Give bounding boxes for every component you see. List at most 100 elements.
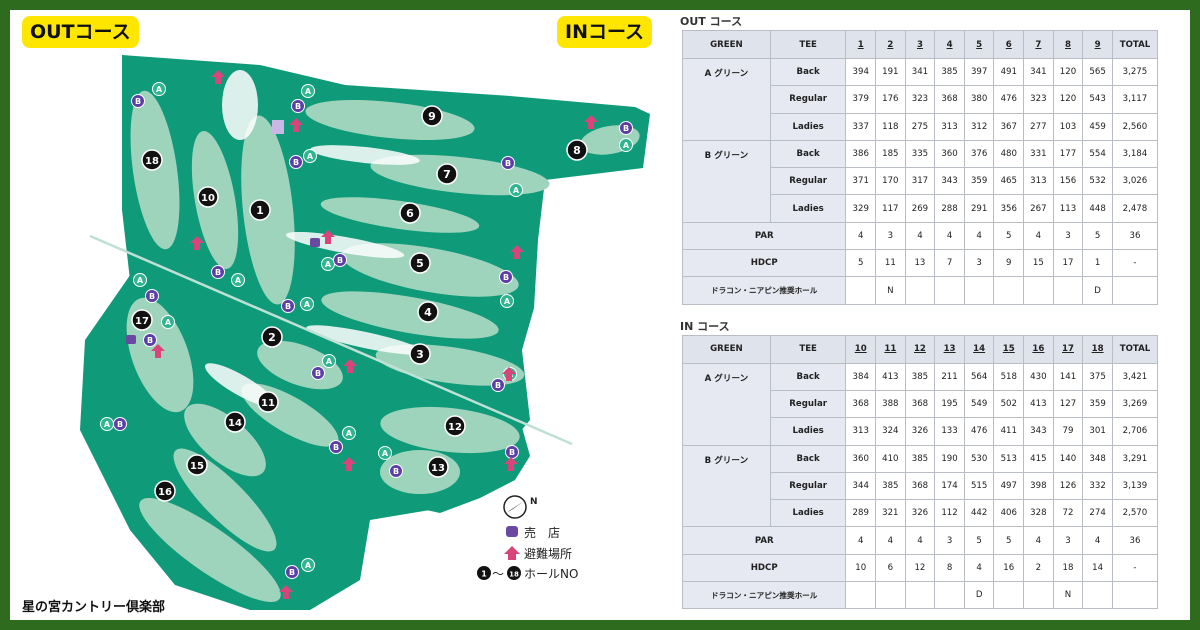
drive-cell [993,276,1025,305]
shop-icon [272,120,284,134]
yardage-cell: 518 [993,362,1025,391]
yardage-cell: 127 [1052,389,1084,419]
svg-text:B: B [623,124,629,133]
hole-marker: 14 [224,411,246,433]
green-b-marker: B [491,378,505,392]
yardage-cell: 118 [875,112,906,141]
hdcp-cell: 15 [1023,249,1054,278]
yardage-cell: 384 [845,362,877,391]
green-a-marker: A [303,149,317,163]
par-label: PAR [681,221,847,251]
shelter-icon [343,359,357,373]
par-cell: 3 [1052,526,1084,555]
par-cell: 36 [1111,526,1159,555]
yardage-cell: 326 [904,417,936,446]
yardage-cell: 442 [963,499,995,528]
total-cell: 3,026 [1111,167,1159,196]
col-header-hole: 12 [904,334,936,364]
green-b-marker: B [505,445,519,459]
total-cell: 3,291 [1111,444,1159,473]
green-a-marker: A [509,183,523,197]
yardage-cell: 410 [875,444,906,473]
svg-text:A: A [305,561,312,570]
out-course-label: OUTコース [22,16,139,48]
hole-number: 10 [201,193,215,204]
yardage-cell: 476 [993,85,1025,114]
green-a-marker: A [301,84,315,98]
yardage-cell: 191 [875,57,906,87]
hole-number: 4 [424,306,432,319]
par-cell: 5 [963,526,995,555]
hole-number: 8 [573,144,581,157]
par-cell: 4 [845,221,877,251]
svg-text:B: B [149,292,155,301]
svg-text:A: A [326,357,333,366]
svg-text:B: B [503,273,509,282]
yardage-cell: 267 [1023,194,1054,223]
par-cell: 4 [904,221,936,251]
yardage-cell: 448 [1082,194,1113,223]
drive-cell [1111,581,1159,610]
in-table-title: IN コース [680,319,730,333]
svg-text:B: B [147,336,153,345]
hdcp-cell: 11 [875,249,906,278]
hole-number: 2 [268,331,276,344]
compass-icon: N [503,495,538,519]
yardage-cell: 513 [993,444,1025,473]
total-cell: 2,706 [1111,417,1159,446]
yardage-cell: 343 [934,167,965,196]
green-a-marker: A [619,138,633,152]
drive-cell: D [963,581,995,610]
green-b-marker: B [285,565,299,579]
yardage-cell: 564 [963,362,995,391]
par-cell: 4 [934,221,965,251]
svg-text:A: A [305,87,312,96]
yardage-cell: 103 [1052,112,1084,141]
total-cell: 3,184 [1111,139,1159,169]
green-a-marker: A [301,558,315,572]
yardage-cell: 341 [904,57,936,87]
par-cell: 4 [1082,526,1113,555]
shelter-markers [151,70,598,599]
hdcp-cell: 1 [1082,249,1113,278]
green-a-marker: A [321,257,335,271]
svg-text:A: A [156,85,163,94]
col-header-hole: 16 [1023,334,1054,364]
yardage-cell: 185 [875,139,906,169]
shelter-icon [510,245,524,259]
green-a-marker: A [231,273,245,287]
par-cell: 3 [1052,221,1084,251]
yardage-cell: 313 [1023,167,1054,196]
col-header-hole: 11 [875,334,906,364]
hole-number: 5 [416,257,424,270]
yardage-cell: 398 [1023,471,1054,501]
hole-number: 7 [443,168,451,181]
drive-cell [904,276,936,305]
hole-marker: 2 [261,326,283,348]
green-a-marker: A [378,446,392,460]
col-header-hole: 7 [1023,30,1054,59]
hole-marker: 1 [249,199,271,221]
total-cell: 3,421 [1111,362,1159,391]
drive-cell [1023,581,1054,610]
yardage-cell: 112 [934,499,965,528]
yardage-cell: 313 [845,417,877,446]
tee-label: Regular [769,85,847,114]
svg-text:A: A [504,297,511,306]
shelter-icon [584,115,598,129]
svg-text:1: 1 [481,570,487,579]
yardage-cell: 126 [1052,471,1084,501]
shelter-icon [502,367,516,381]
yardage-cell: 413 [875,362,906,391]
